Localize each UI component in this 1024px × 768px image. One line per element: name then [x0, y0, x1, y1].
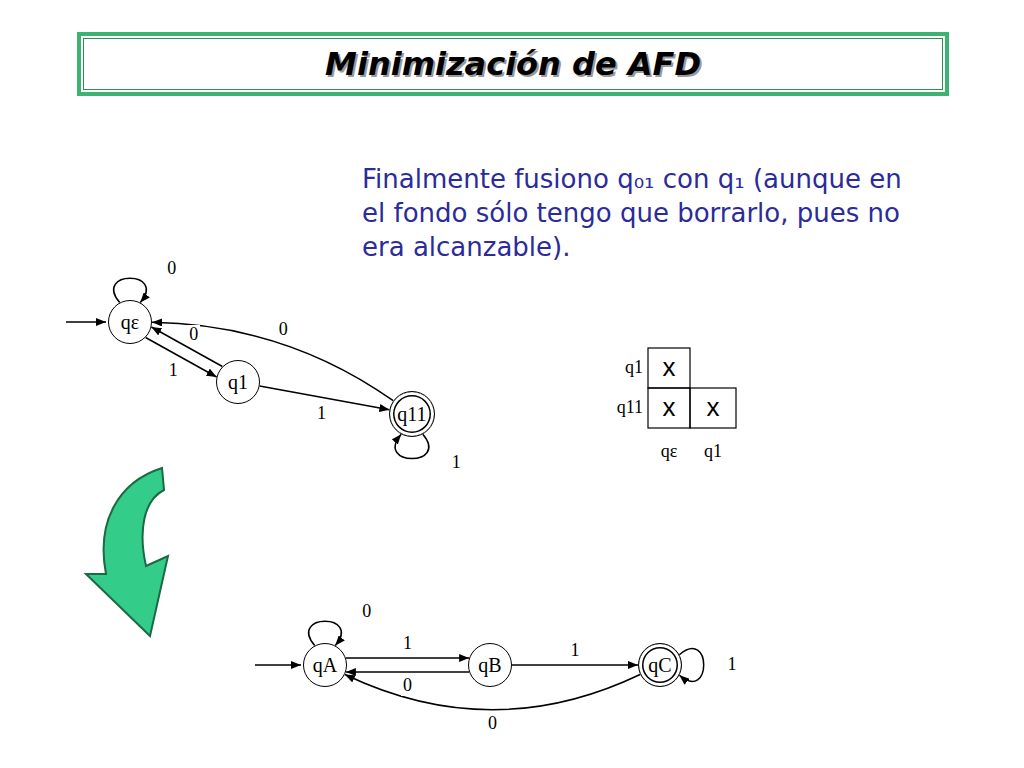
state-name: q11 [397, 403, 426, 426]
column-header: q1 [704, 440, 722, 463]
transition-arrow [309, 621, 342, 645]
transition-symbol: 1 [726, 655, 739, 675]
state-circle: qA [303, 643, 347, 687]
table-grid [648, 348, 736, 428]
transition-symbol: 0 [277, 320, 290, 340]
state-circle: q1 [216, 360, 260, 404]
transition-symbol: 1 [401, 634, 414, 654]
state-name: qC [648, 654, 671, 677]
transition-symbol: 1 [167, 361, 180, 381]
table-mark: x [707, 391, 720, 425]
transition-symbol: 0 [401, 676, 414, 696]
start-arrow [66, 321, 106, 323]
table-mark: x [663, 391, 676, 425]
final-state: q11 [389, 391, 435, 437]
state-name: q1 [228, 371, 248, 394]
column-header: qε [661, 440, 678, 463]
state-circle: qε [108, 300, 152, 344]
transition-symbol: 0 [360, 602, 373, 622]
table-cell [648, 388, 690, 428]
slide-title: Minimización de AFD [77, 32, 949, 96]
state-name: qB [478, 654, 501, 677]
transition-arrow [512, 664, 638, 666]
transition-symbol: 0 [187, 325, 200, 345]
table-mark: x [663, 351, 676, 385]
transition-arrow [679, 649, 703, 682]
table-cell [648, 348, 690, 388]
state-name: qA [313, 654, 337, 677]
final-state: qC [638, 643, 682, 687]
row-header: q11 [617, 396, 643, 419]
state-circle: qB [468, 643, 512, 687]
transition-arrow [346, 657, 469, 659]
transition-symbol: 1 [315, 404, 328, 424]
transition-symbol: 1 [569, 641, 582, 661]
transition-arrow [346, 671, 469, 673]
table-cell [690, 388, 736, 428]
transition-symbol: 0 [486, 714, 499, 734]
transition-arrow [395, 434, 429, 458]
note-text: Finalmente fusiono q₀₁ con q₁ (aunque en… [362, 163, 902, 264]
row-header: q1 [625, 356, 643, 379]
transform-arrow [86, 468, 168, 636]
transition-symbol: 1 [450, 453, 463, 473]
transition-arrow [114, 278, 147, 302]
state-name: qε [121, 311, 139, 334]
transition-symbol: 0 [165, 259, 178, 279]
transition-arrow [152, 322, 393, 400]
start-arrow [255, 664, 301, 666]
